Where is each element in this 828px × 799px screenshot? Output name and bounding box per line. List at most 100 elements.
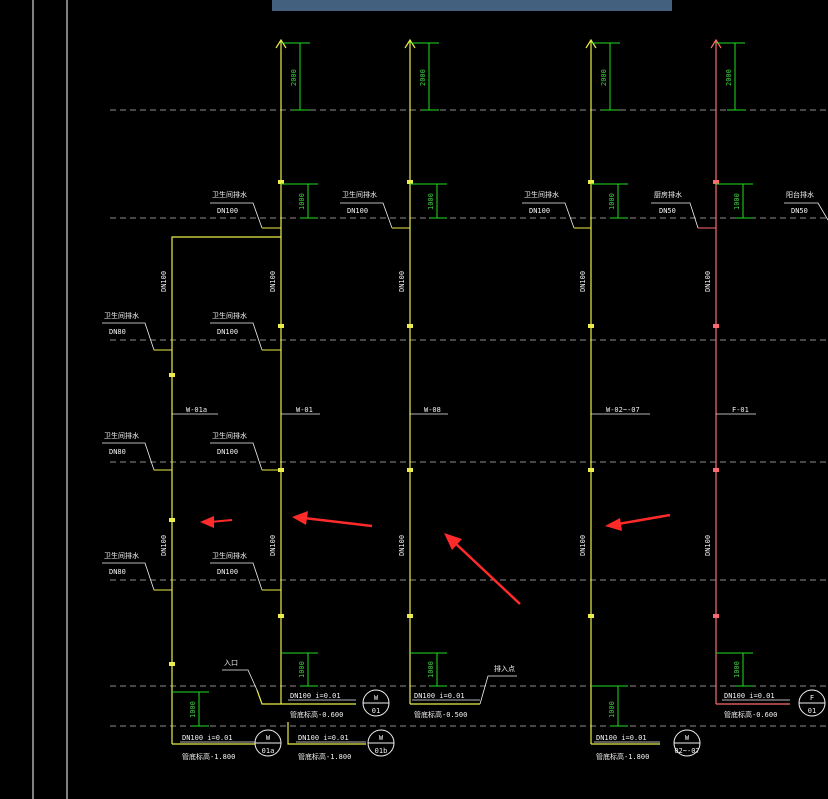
floor-lines xyxy=(110,109,828,727)
dim-label: 1000 xyxy=(189,701,197,718)
fixture-label: 卫生间排水 xyxy=(104,311,139,320)
fixture-labels: 卫生间排水 DN100 卫生间排水 DN100 卫生间排水 DN100 厨房排水… xyxy=(104,190,814,673)
pipe-size-label: DN100 xyxy=(217,328,238,336)
badge-labels: W 01 W 01a W 01b W 02~-07 F 01 xyxy=(262,694,817,755)
red-arrow-icon xyxy=(605,513,671,531)
svg-text:F: F xyxy=(810,694,814,702)
slope-label-w01a: DN100 i=0.01 xyxy=(182,734,233,742)
red-arrow-icon xyxy=(200,516,233,528)
pipe-size-label: DN50 xyxy=(791,207,808,215)
vent-cap-w02 xyxy=(585,38,597,49)
drawing-title-bar xyxy=(272,0,672,11)
fixture-label: 卫生间排水 xyxy=(342,190,377,199)
dim-label: 1000 xyxy=(608,193,616,210)
riser-tag-w01: W-01 xyxy=(296,406,313,414)
dim-label: 1000 xyxy=(427,661,435,678)
slope-label-f01: DN100 i=0.01 xyxy=(724,692,775,700)
slope-label-w01: DN100 i=0.01 xyxy=(290,692,341,700)
fixture-label: 卫生间排水 xyxy=(524,190,559,199)
pipe-size-label: DN50 xyxy=(659,207,676,215)
elevation-label-w01: 管底标高-0.600 xyxy=(290,710,343,719)
riser-size-label: DN100 xyxy=(160,271,168,292)
riser-tag-w02: W-02~-07 xyxy=(606,406,640,414)
dim-label: 1000 xyxy=(733,661,741,678)
riser-size-label: DN100 xyxy=(704,271,712,292)
note-outlet: 排入点 xyxy=(494,664,515,673)
riser-size-label: DN100 xyxy=(398,271,406,292)
riser-w01a xyxy=(171,236,281,744)
risers xyxy=(171,38,722,744)
svg-text:01: 01 xyxy=(808,707,816,715)
elevation-label-w01a: 管底标高-1.800 xyxy=(182,752,235,761)
slope-underlines xyxy=(180,699,790,743)
svg-text:01b: 01b xyxy=(375,747,388,755)
riser-size-label: DN100 xyxy=(160,535,168,556)
elevation-label-w01b: 管底标高-1.800 xyxy=(298,752,351,761)
pipe-size-label: DN100 xyxy=(217,568,238,576)
dim-label: 2000 xyxy=(600,69,608,86)
svg-text:01a: 01a xyxy=(262,747,275,755)
riser-size-label: DN100 xyxy=(704,535,712,556)
pipe-size-label: DN100 xyxy=(347,207,368,215)
pipe-size-label: DN80 xyxy=(109,328,126,336)
red-arrow-icon xyxy=(292,511,373,528)
badge-w01b xyxy=(367,729,395,757)
riser-tag-w01a: W-01a xyxy=(186,406,207,414)
riser-size-label: DN100 xyxy=(269,271,277,292)
riser-tag-f01: F-01 xyxy=(732,406,749,414)
fixture-label: 卫生间排水 xyxy=(212,311,247,320)
pipe-size-label: DN100 xyxy=(529,207,550,215)
leader-lines xyxy=(102,202,828,705)
fixture-label: 卫生间排水 xyxy=(212,431,247,440)
svg-text:W: W xyxy=(266,734,271,742)
dimension-labels: 2000 2000 2000 2000 1000 1000 1000 1000 … xyxy=(189,69,741,718)
branch-connections xyxy=(154,227,716,591)
dim-label: 2000 xyxy=(725,69,733,86)
note-inlet: 入口 xyxy=(224,659,238,667)
riser-size-labels: DN100 DN100 DN100 DN100 DN100 DN100 DN10… xyxy=(160,271,712,556)
outlet-w01 xyxy=(256,689,356,705)
fixture-label: 卫生间排水 xyxy=(212,190,247,199)
dim-label: 2000 xyxy=(290,69,298,86)
riser-size-label: DN100 xyxy=(398,535,406,556)
vent-cap-w08 xyxy=(404,38,416,49)
svg-text:02~-07: 02~-07 xyxy=(674,747,699,755)
svg-text:01: 01 xyxy=(372,707,380,715)
fixture-label: 阳台排水 xyxy=(786,190,814,199)
annotation-arrows xyxy=(200,511,671,605)
svg-text:W: W xyxy=(685,734,690,742)
svg-text:W: W xyxy=(374,694,379,702)
riser-size-label: DN100 xyxy=(579,271,587,292)
badge-w01 xyxy=(362,689,390,717)
badge-w02 xyxy=(673,729,701,757)
dim-label: 1000 xyxy=(298,661,306,678)
pipe-size-label: DN100 xyxy=(217,448,238,456)
dimension-lines xyxy=(172,42,753,727)
svg-text:W: W xyxy=(379,734,384,742)
slope-label-w01b: DN100 i=0.01 xyxy=(298,734,349,742)
dim-label: 1000 xyxy=(608,701,616,718)
pipe-size-label: DN100 xyxy=(217,207,238,215)
fixture-label: 卫生间排水 xyxy=(212,551,247,560)
slope-labels: DN100 i=0.01 管底标高-0.600 DN100 i=0.01 管底标… xyxy=(182,692,777,761)
riser-tag-w08: W-08 xyxy=(424,406,441,414)
dim-label: 1000 xyxy=(427,193,435,210)
fixture-label: 卫生间排水 xyxy=(104,431,139,440)
badge-w01a xyxy=(254,729,282,757)
fixture-label: 卫生间排水 xyxy=(104,551,139,560)
red-arrow-icon xyxy=(444,533,521,605)
pipe-size-label: DN80 xyxy=(109,448,126,456)
pipe-size-label: DN80 xyxy=(109,568,126,576)
fittings xyxy=(169,180,719,666)
dim-label: 1000 xyxy=(733,193,741,210)
slope-label-w08: DN100 i=0.01 xyxy=(414,692,465,700)
badge-f01 xyxy=(798,689,826,717)
riser-size-label: DN100 xyxy=(269,535,277,556)
drawing-frame xyxy=(32,0,68,799)
vent-cap-f01 xyxy=(710,38,722,49)
vent-cap-w01 xyxy=(275,38,287,49)
elevation-label-w08: 管底标高-0.500 xyxy=(414,710,467,719)
outlet-pipes xyxy=(172,689,790,745)
dim-label: 1000 xyxy=(298,193,306,210)
